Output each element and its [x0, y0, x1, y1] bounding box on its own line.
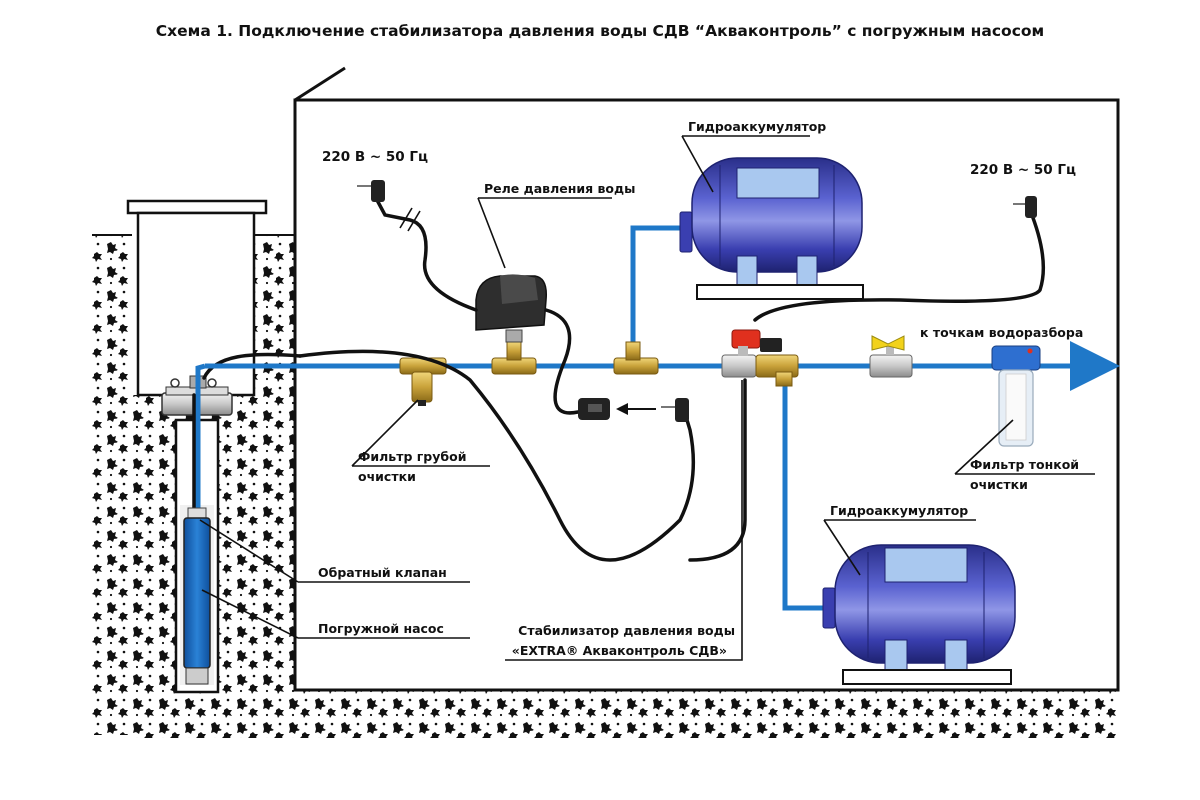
pump-cable [192, 352, 302, 512]
stabilizer-label-line2: «EXTRA® Акваконтроль СДВ» [512, 643, 727, 658]
pressure-stabilizer [721, 329, 799, 387]
fine-filter [991, 345, 1041, 447]
tee-fitting-accumulator [613, 341, 659, 375]
branch-pipe-top-accumulator [630, 225, 695, 345]
cable-break-mark [399, 207, 421, 232]
accumulator-bottom [822, 544, 1016, 685]
pump-plug [661, 398, 689, 422]
accumulator-top-label: Гидроаккумулятор [688, 119, 826, 134]
branch-pipe-bottom-accumulator [782, 372, 825, 611]
stabilizer-label-line1: Стабилизатор давления воды [518, 623, 735, 638]
house-outline [293, 66, 1120, 692]
to-outlets-label: к точкам водоразбора [920, 325, 1083, 340]
accumulator-bottom-label: Гидроаккумулятор [830, 503, 968, 518]
check-valve-label: Обратный клапан [318, 565, 447, 580]
power-plug-left [357, 180, 385, 202]
plug-in-arrow [616, 403, 656, 415]
relay-to-socket-cable [544, 308, 580, 415]
ground-soil [92, 234, 1120, 738]
tee-fitting-relay [491, 341, 537, 375]
leader-lines [199, 135, 1095, 661]
fine-filter-label-line2: очистки [970, 477, 1028, 492]
coarse-filter-label-line1: Фильтр грубой [358, 449, 466, 464]
pump-to-relay-cable [298, 349, 696, 562]
submersible-pump [183, 507, 211, 685]
stabilizer-to-pump-cable [688, 378, 747, 562]
fine-filter-label-line1: Фильтр тонкой [970, 457, 1079, 472]
pressure-relay-label: Реле давления воды [484, 181, 635, 196]
well-pipe [195, 363, 206, 510]
accumulator-top [679, 157, 864, 300]
power-plug-right [1013, 196, 1037, 218]
power-label-left: 220 В ~ 50 Гц [322, 149, 428, 165]
submersible-pump-label: Погружной насос [318, 621, 444, 636]
coarse-filter-label-line2: очистки [358, 469, 416, 484]
relay-power-cable [375, 198, 478, 312]
power-label-right: 220 В ~ 50 Гц [970, 162, 1076, 178]
diagram-title: Схема 1. Подключение стабилизатора давле… [156, 22, 1044, 40]
stabilizer-power-cable [753, 208, 1046, 322]
pressure-relay [475, 274, 548, 343]
ball-valve [869, 335, 913, 378]
socket-connector [578, 398, 610, 420]
